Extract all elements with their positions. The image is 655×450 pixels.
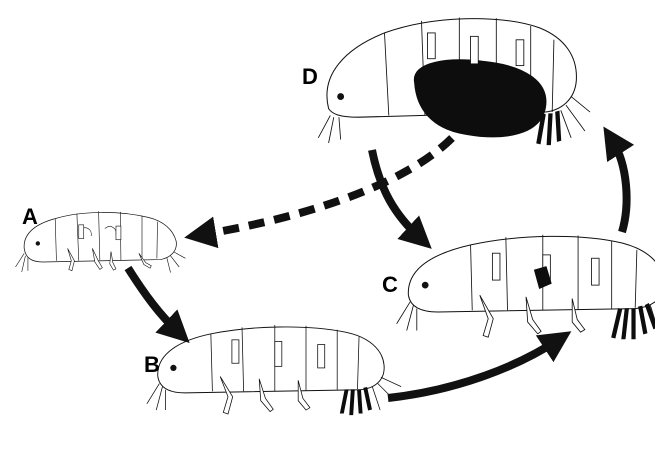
label-d: D — [302, 64, 318, 89]
arrow-d-to-a-dashed — [200, 138, 452, 235]
label-b: B — [144, 352, 160, 377]
amphipod-c — [397, 235, 655, 339]
label-c: C — [382, 272, 398, 297]
arrow-d-to-c — [372, 150, 420, 238]
arrow-b-to-c — [388, 340, 558, 398]
arrow-a-to-b — [128, 268, 178, 332]
label-a: A — [22, 204, 38, 229]
arrow-c-to-d — [612, 140, 627, 232]
amphipod-b — [147, 325, 401, 415]
amphipod-a — [16, 211, 186, 272]
amphipod-d — [318, 17, 590, 144]
